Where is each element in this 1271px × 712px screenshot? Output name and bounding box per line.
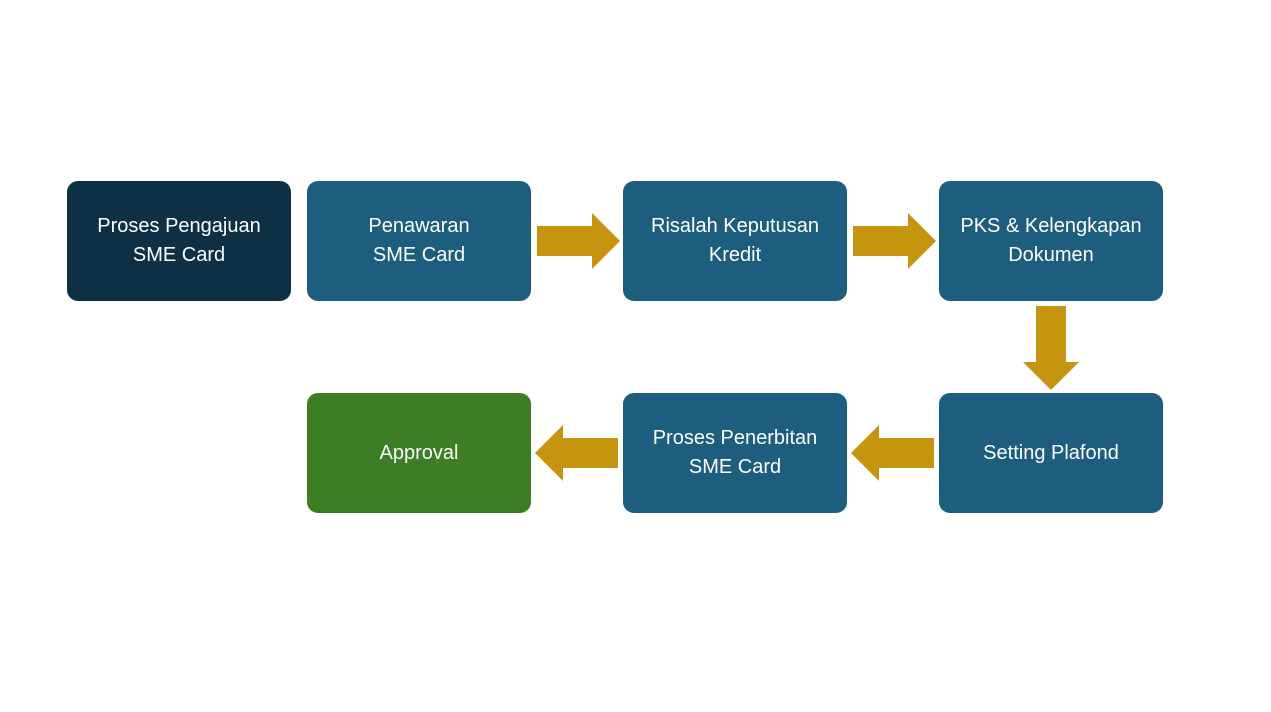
node-label-line: Penawaran: [368, 215, 470, 237]
flow-arrow-down-icon: [1023, 306, 1079, 390]
node-label-line: Approval: [379, 441, 459, 464]
flow-arrow-left-icon: [535, 425, 618, 481]
flow-arrow-right-icon: [853, 213, 936, 269]
node-risalah-keputusan-kredit: Risalah Keputusan Kredit: [623, 181, 847, 301]
node-label-line: Risalah Keputusan: [651, 215, 819, 237]
node-label-line: SME Card: [372, 244, 466, 266]
node-proses-pengajuan-sme-card: Proses Pengajuan SME Card: [67, 181, 291, 301]
node-setting-plafond: Setting Plafond: [939, 393, 1163, 513]
node-label-line: SME Card: [132, 244, 226, 266]
node-label-line: PKS & Kelengkapan: [960, 215, 1142, 237]
node-label-line: Proses Penerbitan: [652, 427, 818, 449]
node-label-line: Kredit: [708, 244, 762, 266]
node-penawaran-sme-card: Penawaran SME Card: [307, 181, 531, 301]
flow-arrow-left-icon: [851, 425, 934, 481]
node-label-line: SME Card: [688, 456, 782, 478]
node-label-line: Dokumen: [1008, 244, 1094, 266]
flow-arrow-right-icon: [537, 213, 620, 269]
node-label-line: Proses Pengajuan: [97, 215, 261, 237]
node-pks-kelengkapan-dokumen: PKS & Kelengkapan Dokumen: [939, 181, 1163, 301]
node-approval: Approval: [307, 393, 531, 513]
node-proses-penerbitan-sme-card: Proses Penerbitan SME Card: [623, 393, 847, 513]
node-label-line: Setting Plafond: [983, 441, 1119, 464]
